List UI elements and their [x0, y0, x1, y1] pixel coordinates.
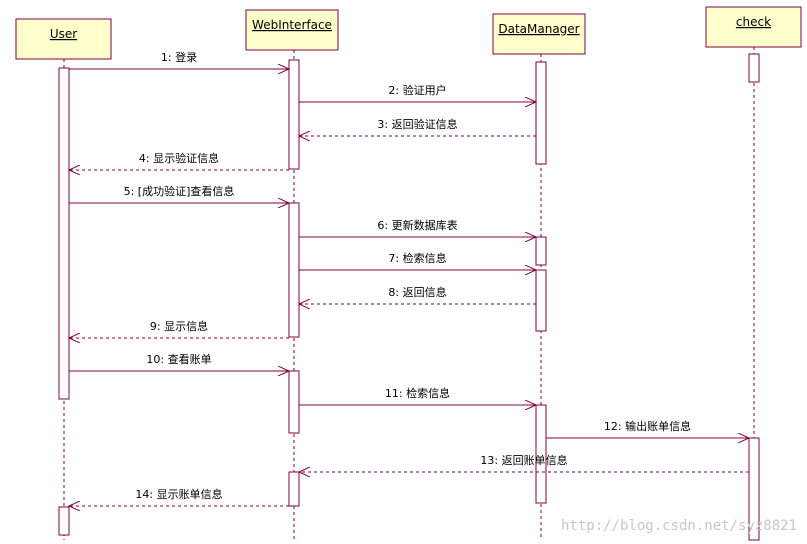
message-label-4: 4: 显示验证信息 — [139, 151, 219, 165]
lifeline-name-dm: DataManager — [498, 22, 579, 36]
message-label-6: 6: 更新数据库表 — [377, 218, 457, 232]
message-label-14: 14: 显示账单信息 — [135, 487, 222, 501]
activation-bar-user — [58, 67, 70, 400]
message-label-10: 10: 查看账单 — [146, 352, 211, 366]
message-label-12: 12: 输出账单信息 — [604, 419, 691, 433]
watermark-text: http://blog.csdn.net/syz8821 — [561, 518, 797, 534]
activation-bar-web — [288, 471, 300, 507]
activation-bar-web — [288, 202, 300, 338]
message-label-13: 13: 返回账单信息 — [480, 453, 567, 467]
lifeline-head-dm[interactable] — [492, 13, 586, 55]
activation-bar-dm — [535, 236, 547, 266]
lifeline-head-check[interactable] — [705, 6, 802, 48]
activation-bar-web — [288, 59, 300, 170]
activation-bar-check — [748, 53, 760, 83]
message-label-8: 8: 返回信息 — [388, 285, 446, 299]
activation-bar-dm — [535, 404, 547, 504]
lifeline-head-web[interactable] — [245, 9, 339, 51]
lifeline-name-web: WebInterface — [252, 18, 332, 32]
activation-bar-dm — [535, 61, 547, 165]
lifeline-name-user: User — [50, 27, 77, 41]
lifeline-head-user[interactable] — [15, 18, 112, 60]
activation-bar-user — [58, 506, 70, 536]
activation-bar-dm — [535, 269, 547, 332]
message-label-11: 11: 检索信息 — [385, 386, 450, 400]
activation-bar-check — [748, 437, 760, 541]
message-label-3: 3: 返回验证信息 — [377, 117, 457, 131]
message-label-2: 2: 验证用户 — [388, 83, 446, 97]
message-label-7: 7: 检索信息 — [388, 251, 446, 265]
lifeline-name-check: check — [736, 15, 771, 29]
message-label-5: 5: [成功验证]查看信息 — [124, 184, 235, 198]
activation-bar-web — [288, 370, 300, 434]
message-label-9: 9: 显示信息 — [150, 319, 208, 333]
message-label-1: 1: 登录 — [161, 50, 197, 64]
